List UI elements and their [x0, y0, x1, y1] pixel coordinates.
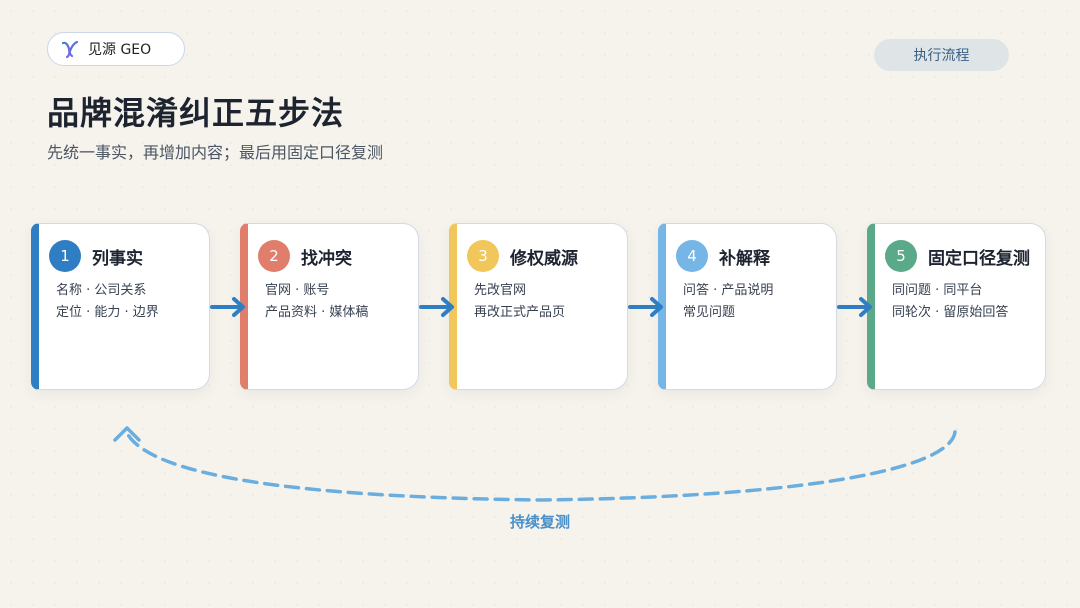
execute-flow-button[interactable]: 执行流程 — [874, 39, 1009, 71]
step-card-1: 1 列事实 名称 · 公司关系 定位 · 能力 · 边界 — [31, 223, 210, 390]
arrow-right-icon — [210, 297, 245, 317]
step-detail-line: 同轮次 · 留原始回答 — [892, 305, 1009, 320]
step-detail-line: 同问题 · 同平台 — [892, 283, 983, 298]
brand-logo-icon — [61, 40, 79, 59]
loop-label: 持续复测 — [509, 513, 570, 531]
step-number-badge: 4 — [676, 240, 708, 272]
step-number-badge: 1 — [49, 240, 81, 272]
step-card-3: 3 修权威源 先改官网 再改正式产品页 — [449, 223, 628, 390]
step-detail-line: 再改正式产品页 — [474, 305, 566, 320]
step-title: 固定口径复测 — [928, 248, 1030, 269]
step-detail-line: 定位 · 能力 · 边界 — [56, 305, 159, 320]
step-title: 补解释 — [719, 248, 770, 269]
page-title: 品牌混淆纠正五步法 — [47, 94, 345, 132]
step-number-badge: 5 — [885, 240, 917, 272]
step-detail-line: 名称 · 公司关系 — [56, 283, 147, 298]
step-detail-line: 先改官网 — [474, 283, 527, 298]
step-number-badge: 3 — [467, 240, 499, 272]
step-number-badge: 2 — [258, 240, 290, 272]
arrow-right-icon — [419, 297, 454, 317]
arrow-right-icon — [837, 297, 872, 317]
step-detail-line: 常见问题 — [683, 305, 736, 320]
step-detail-line: 问答 · 产品说明 — [683, 283, 774, 298]
step-title: 修权威源 — [510, 248, 578, 269]
brand-logo-badge[interactable]: 见源 GEO — [47, 32, 185, 66]
step-card-5: 5 固定口径复测 同问题 · 同平台 同轮次 · 留原始回答 — [867, 223, 1046, 390]
arrow-right-icon — [628, 297, 663, 317]
brand-name: 见源 GEO — [88, 42, 152, 58]
step-title: 找冲突 — [301, 248, 352, 269]
step-detail-line: 产品资料 · 媒体稿 — [265, 305, 369, 320]
step-card-4: 4 补解释 问答 · 产品说明 常见问题 — [658, 223, 837, 390]
step-title: 列事实 — [92, 248, 143, 269]
page-subtitle: 先统一事实，再增加内容；最后用固定口径复测 — [47, 143, 384, 162]
step-detail-line: 官网 · 账号 — [265, 283, 330, 298]
